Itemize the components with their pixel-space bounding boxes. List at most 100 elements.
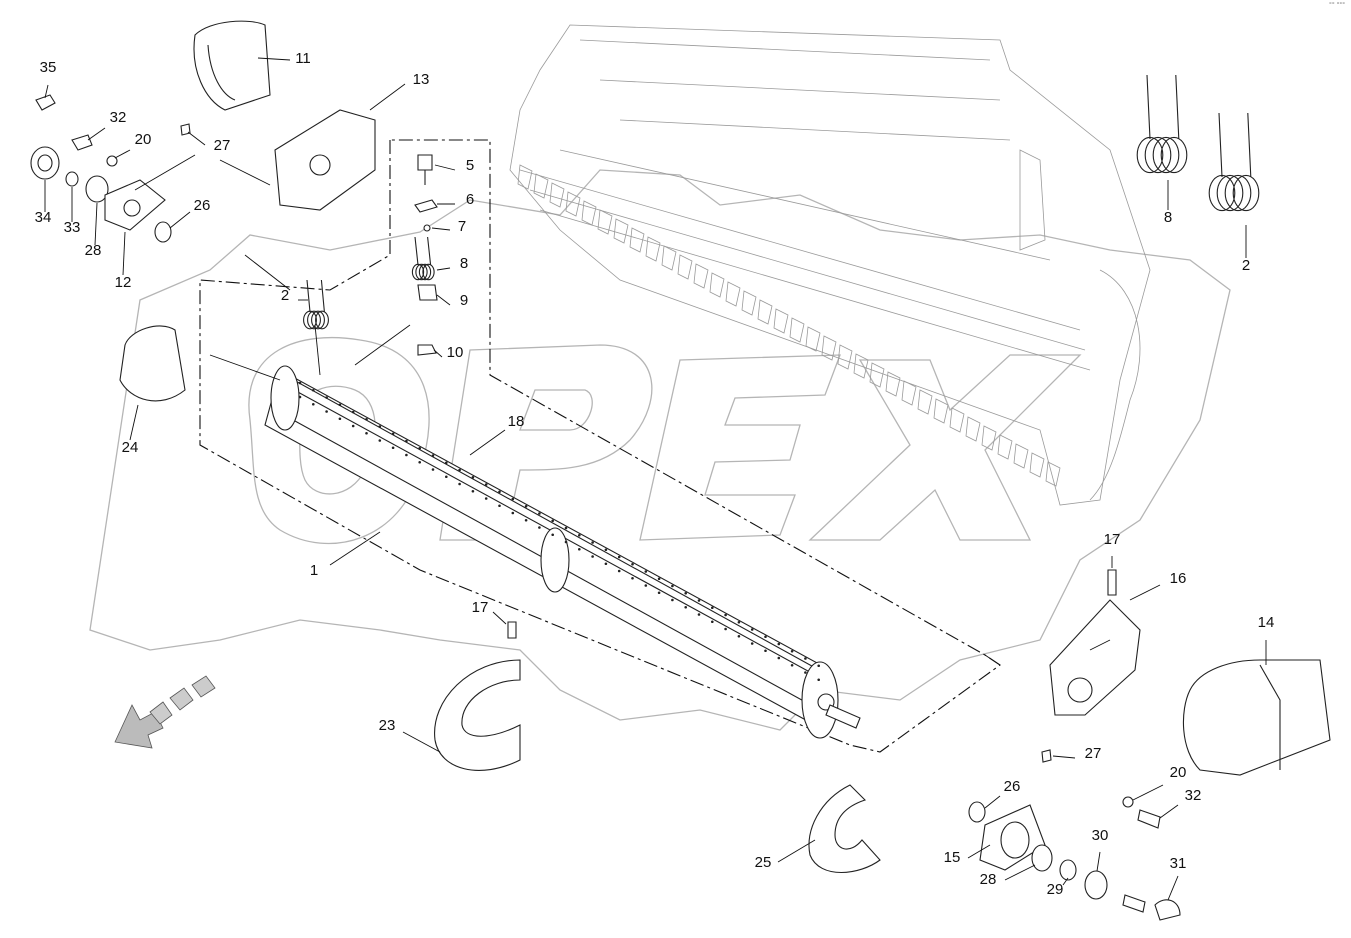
bolt-hole [790,663,794,667]
callout-11: 11 [295,50,311,67]
leader-28b [1004,864,1036,881]
tine-ghost [533,173,549,199]
leader-extra-2 [314,324,321,376]
callout-16: 16 [1170,570,1187,587]
ring-30 [1084,870,1108,900]
leader-23 [402,731,441,753]
leader-10 [433,349,443,358]
bolt-hole [790,649,794,653]
tine-ghost [741,290,757,316]
band-23 [434,659,521,771]
clip-6 [414,199,438,213]
spring-tine-2-small [303,279,329,330]
tine-ghost [997,434,1013,460]
leader-extra-4 [134,154,196,191]
bolt-32-left [71,134,93,151]
shield-11 [193,20,271,111]
bolt-hole [711,620,714,624]
nut-10 [417,344,437,356]
tine-ghost [709,272,725,298]
tine-ghost [965,416,981,442]
tine-ghost [517,164,533,190]
washer-7 [423,224,431,232]
leader-extra-3 [354,324,411,366]
bolt-hole [391,432,395,436]
plate-16 [1049,599,1141,716]
callout-17b: 17 [472,599,489,616]
bolt-hole [617,555,621,559]
callout-14: 14 [1258,614,1275,631]
bolt-hole [524,518,528,522]
leader-1 [329,531,381,566]
ring-29 [1059,859,1077,881]
leader-20b [1132,784,1164,801]
bolt-hole [325,396,328,399]
bolt-hole [684,591,687,595]
callout-7: 7 [458,218,466,235]
tine-ghost [917,389,933,415]
spring-tine-8-small [411,236,435,281]
bolt-hole [724,627,727,631]
tine-ghost [661,245,677,271]
leader-lines [44,57,1267,901]
callout-6: 6 [466,191,474,208]
spring-tine-2 [1208,112,1260,212]
bolt-hole [325,410,328,413]
leader-5 [434,164,456,171]
callout-13: 13 [413,71,430,88]
leader-15 [967,844,991,859]
callout-1: 1 [310,562,318,579]
bolt-31 [1122,894,1146,913]
spring-tines [303,74,1260,330]
grease-27-left [180,123,191,136]
bolt-hole [631,576,634,580]
bolt-hole [564,526,568,530]
bolt-hole [551,533,554,537]
bolt-hole [484,497,488,500]
callout-31: 31 [1170,855,1187,872]
tine-ghost [821,335,837,361]
bolt-hole [817,664,820,668]
bolt-hole [405,439,408,443]
bolt-hole [378,439,382,442]
bolt-hole [418,446,422,450]
leader-31 [1167,875,1179,901]
bolt-hole [418,460,422,464]
tine-ghost [645,236,661,262]
bolt-hole [365,417,368,421]
bolt-hole [298,381,302,385]
bolt-hole [697,613,701,616]
tine-ghost [725,281,741,307]
bolt-32-right [1137,809,1161,829]
bolt-5 [417,154,433,171]
bolt-hole [564,540,568,544]
bolt-hole [711,606,714,610]
callout-32b: 32 [1185,787,1202,804]
cover-14 [1182,659,1331,776]
ring-33 [65,171,79,187]
bolt-hole [604,562,608,566]
bolt-hole [804,657,807,660]
washer-20-right [1122,796,1134,808]
tine-ghost [1013,443,1029,469]
bolt-hole [511,497,515,501]
tine-ghost [581,200,597,226]
callout-27a: 27 [214,137,231,154]
callout-18: 18 [508,413,525,430]
leader-18 [469,429,506,456]
bolt-hole [312,388,315,392]
tine-ghost [613,218,629,244]
bolt-hole [538,526,541,529]
corner-mark: °° °°° [1329,2,1345,9]
leader-32a [87,127,106,141]
leader-13 [369,83,406,111]
bolt-hole [338,403,342,407]
bolt-hole [671,598,674,602]
spring-tine-8 [1136,74,1188,174]
tine-ghost [981,425,997,451]
bolt-hole [697,599,701,602]
leader-29 [1062,877,1069,886]
bolt-hole [750,628,754,631]
leader-16 [1129,584,1161,601]
